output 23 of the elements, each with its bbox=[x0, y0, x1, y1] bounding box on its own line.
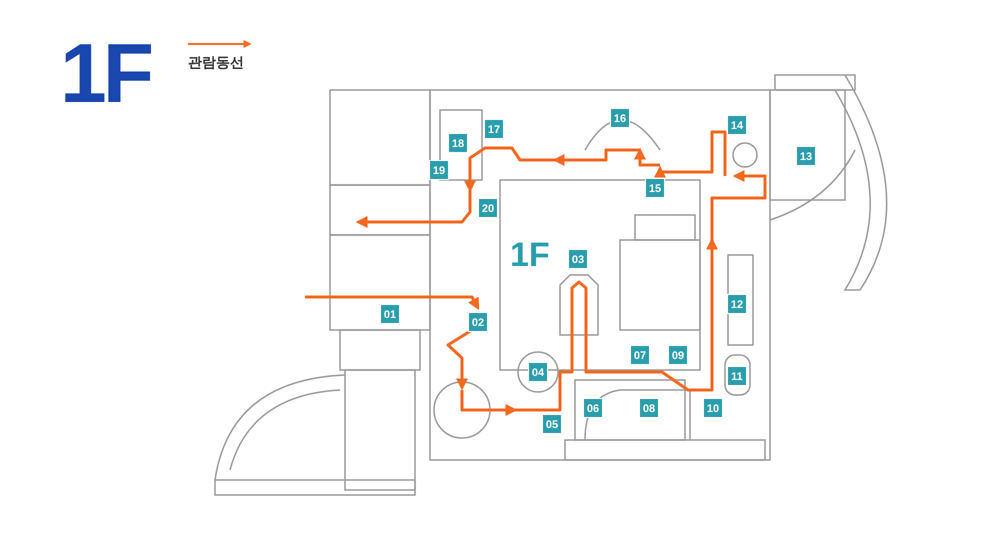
room-number-badge: 12 bbox=[727, 294, 747, 314]
room-number-badge: 15 bbox=[645, 178, 665, 198]
floor-label: 1F bbox=[510, 237, 550, 273]
room-number-badge: 03 bbox=[568, 249, 588, 269]
room-number-badge: 02 bbox=[468, 312, 488, 332]
room-number-badge: 06 bbox=[583, 398, 603, 418]
room-number-badge: 18 bbox=[448, 133, 468, 153]
room-number-badge: 20 bbox=[478, 198, 498, 218]
room-number-badge: 08 bbox=[639, 398, 659, 418]
room-number-badge: 09 bbox=[668, 345, 688, 365]
floor-title: 1F bbox=[60, 28, 150, 118]
room-number-badge: 16 bbox=[610, 108, 630, 128]
room-number-badge: 19 bbox=[429, 160, 449, 180]
room-number-badge: 14 bbox=[727, 115, 747, 135]
room-number-badge: 13 bbox=[796, 146, 816, 166]
room-number-badge: 11 bbox=[727, 366, 747, 386]
room-number-badge: 05 bbox=[542, 414, 562, 434]
room-number-badge: 04 bbox=[528, 362, 548, 382]
room-number-badge: 17 bbox=[484, 119, 504, 139]
room-number-badge: 10 bbox=[703, 398, 723, 418]
legend-text: 관람동선 bbox=[188, 54, 244, 70]
room-number-badge: 01 bbox=[380, 304, 400, 324]
room-number-badge: 07 bbox=[630, 345, 650, 365]
